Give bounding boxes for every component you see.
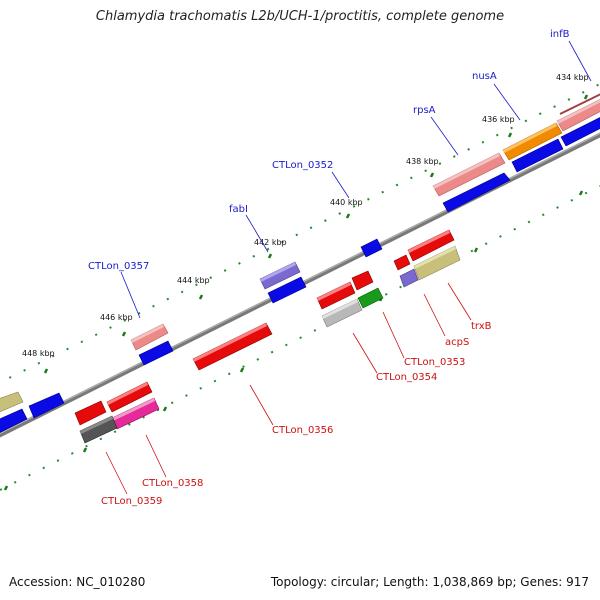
gene-CTLon_0354[interactable]: [321, 298, 363, 328]
gene-cds[interactable]: [28, 392, 65, 419]
tick-label: 436 kbp: [482, 115, 515, 124]
forward-tick-track: [0, 83, 600, 384]
gene-cds[interactable]: [351, 270, 374, 291]
gene-cds[interactable]: [74, 400, 107, 426]
reverse-genes: [74, 229, 461, 444]
gene-label-reverse: trxB: [471, 321, 492, 332]
gene-fabI[interactable]: [259, 261, 301, 290]
page-title: Chlamydia trachomatis L2b/UCH-1/proctiti…: [95, 9, 505, 24]
gene-label-forward: CTLon_0352: [272, 160, 333, 171]
gene-label-reverse: CTLon_0358: [142, 478, 203, 489]
accession-label: Accession: NC_010280: [9, 575, 146, 589]
gene-label-forward: rpsA: [413, 105, 436, 116]
forward-genes: [0, 93, 600, 435]
gene-label-forward: fabI: [229, 204, 248, 215]
label-leaders: [105, 40, 592, 495]
gene-label-reverse: CTLon_0356: [272, 425, 333, 436]
gene-cds[interactable]: [267, 276, 307, 304]
gene-CTLon_0352[interactable]: [360, 238, 383, 258]
gene-label-reverse: acpS: [445, 337, 469, 348]
gene-cds[interactable]: [511, 138, 564, 173]
gene-cds[interactable]: [442, 172, 511, 213]
gene-acpS[interactable]: [399, 268, 419, 288]
gene-cds[interactable]: [0, 408, 28, 435]
gene-label-reverse: CTLon_0353: [404, 357, 465, 368]
tick-label: 438 kbp: [406, 157, 439, 166]
gene-label-forward: CTLon_0357: [88, 261, 149, 272]
gene-cds[interactable]: [393, 254, 411, 271]
tick-label: 446 kbp: [100, 313, 133, 322]
gene-label-forward: infB: [550, 29, 570, 40]
gene-cds[interactable]: [560, 115, 600, 147]
tick-label: 444 kbp: [177, 276, 210, 285]
tick-label: 448 kbp: [22, 349, 55, 358]
gene-cds[interactable]: [106, 381, 153, 413]
reverse-tick-track: [0, 185, 600, 491]
gene-label-forward: nusA: [472, 71, 497, 82]
gene-label-reverse: CTLon_0359: [101, 496, 162, 507]
gene-CTLon_0356[interactable]: [192, 322, 273, 371]
gene-cds[interactable]: [138, 340, 174, 366]
tick-label: 434 kbp: [556, 73, 589, 82]
genome-summary: Topology: circular; Length: 1,038,869 bp…: [270, 575, 589, 589]
gene-label-reverse: CTLon_0354: [376, 372, 437, 383]
tick-label: 440 kbp: [330, 198, 363, 207]
gene-CTLon_0353[interactable]: [357, 287, 384, 309]
gene-cds[interactable]: [0, 391, 24, 414]
tick-label: 442 kbp: [254, 238, 287, 247]
gene-nusA[interactable]: [502, 122, 563, 161]
